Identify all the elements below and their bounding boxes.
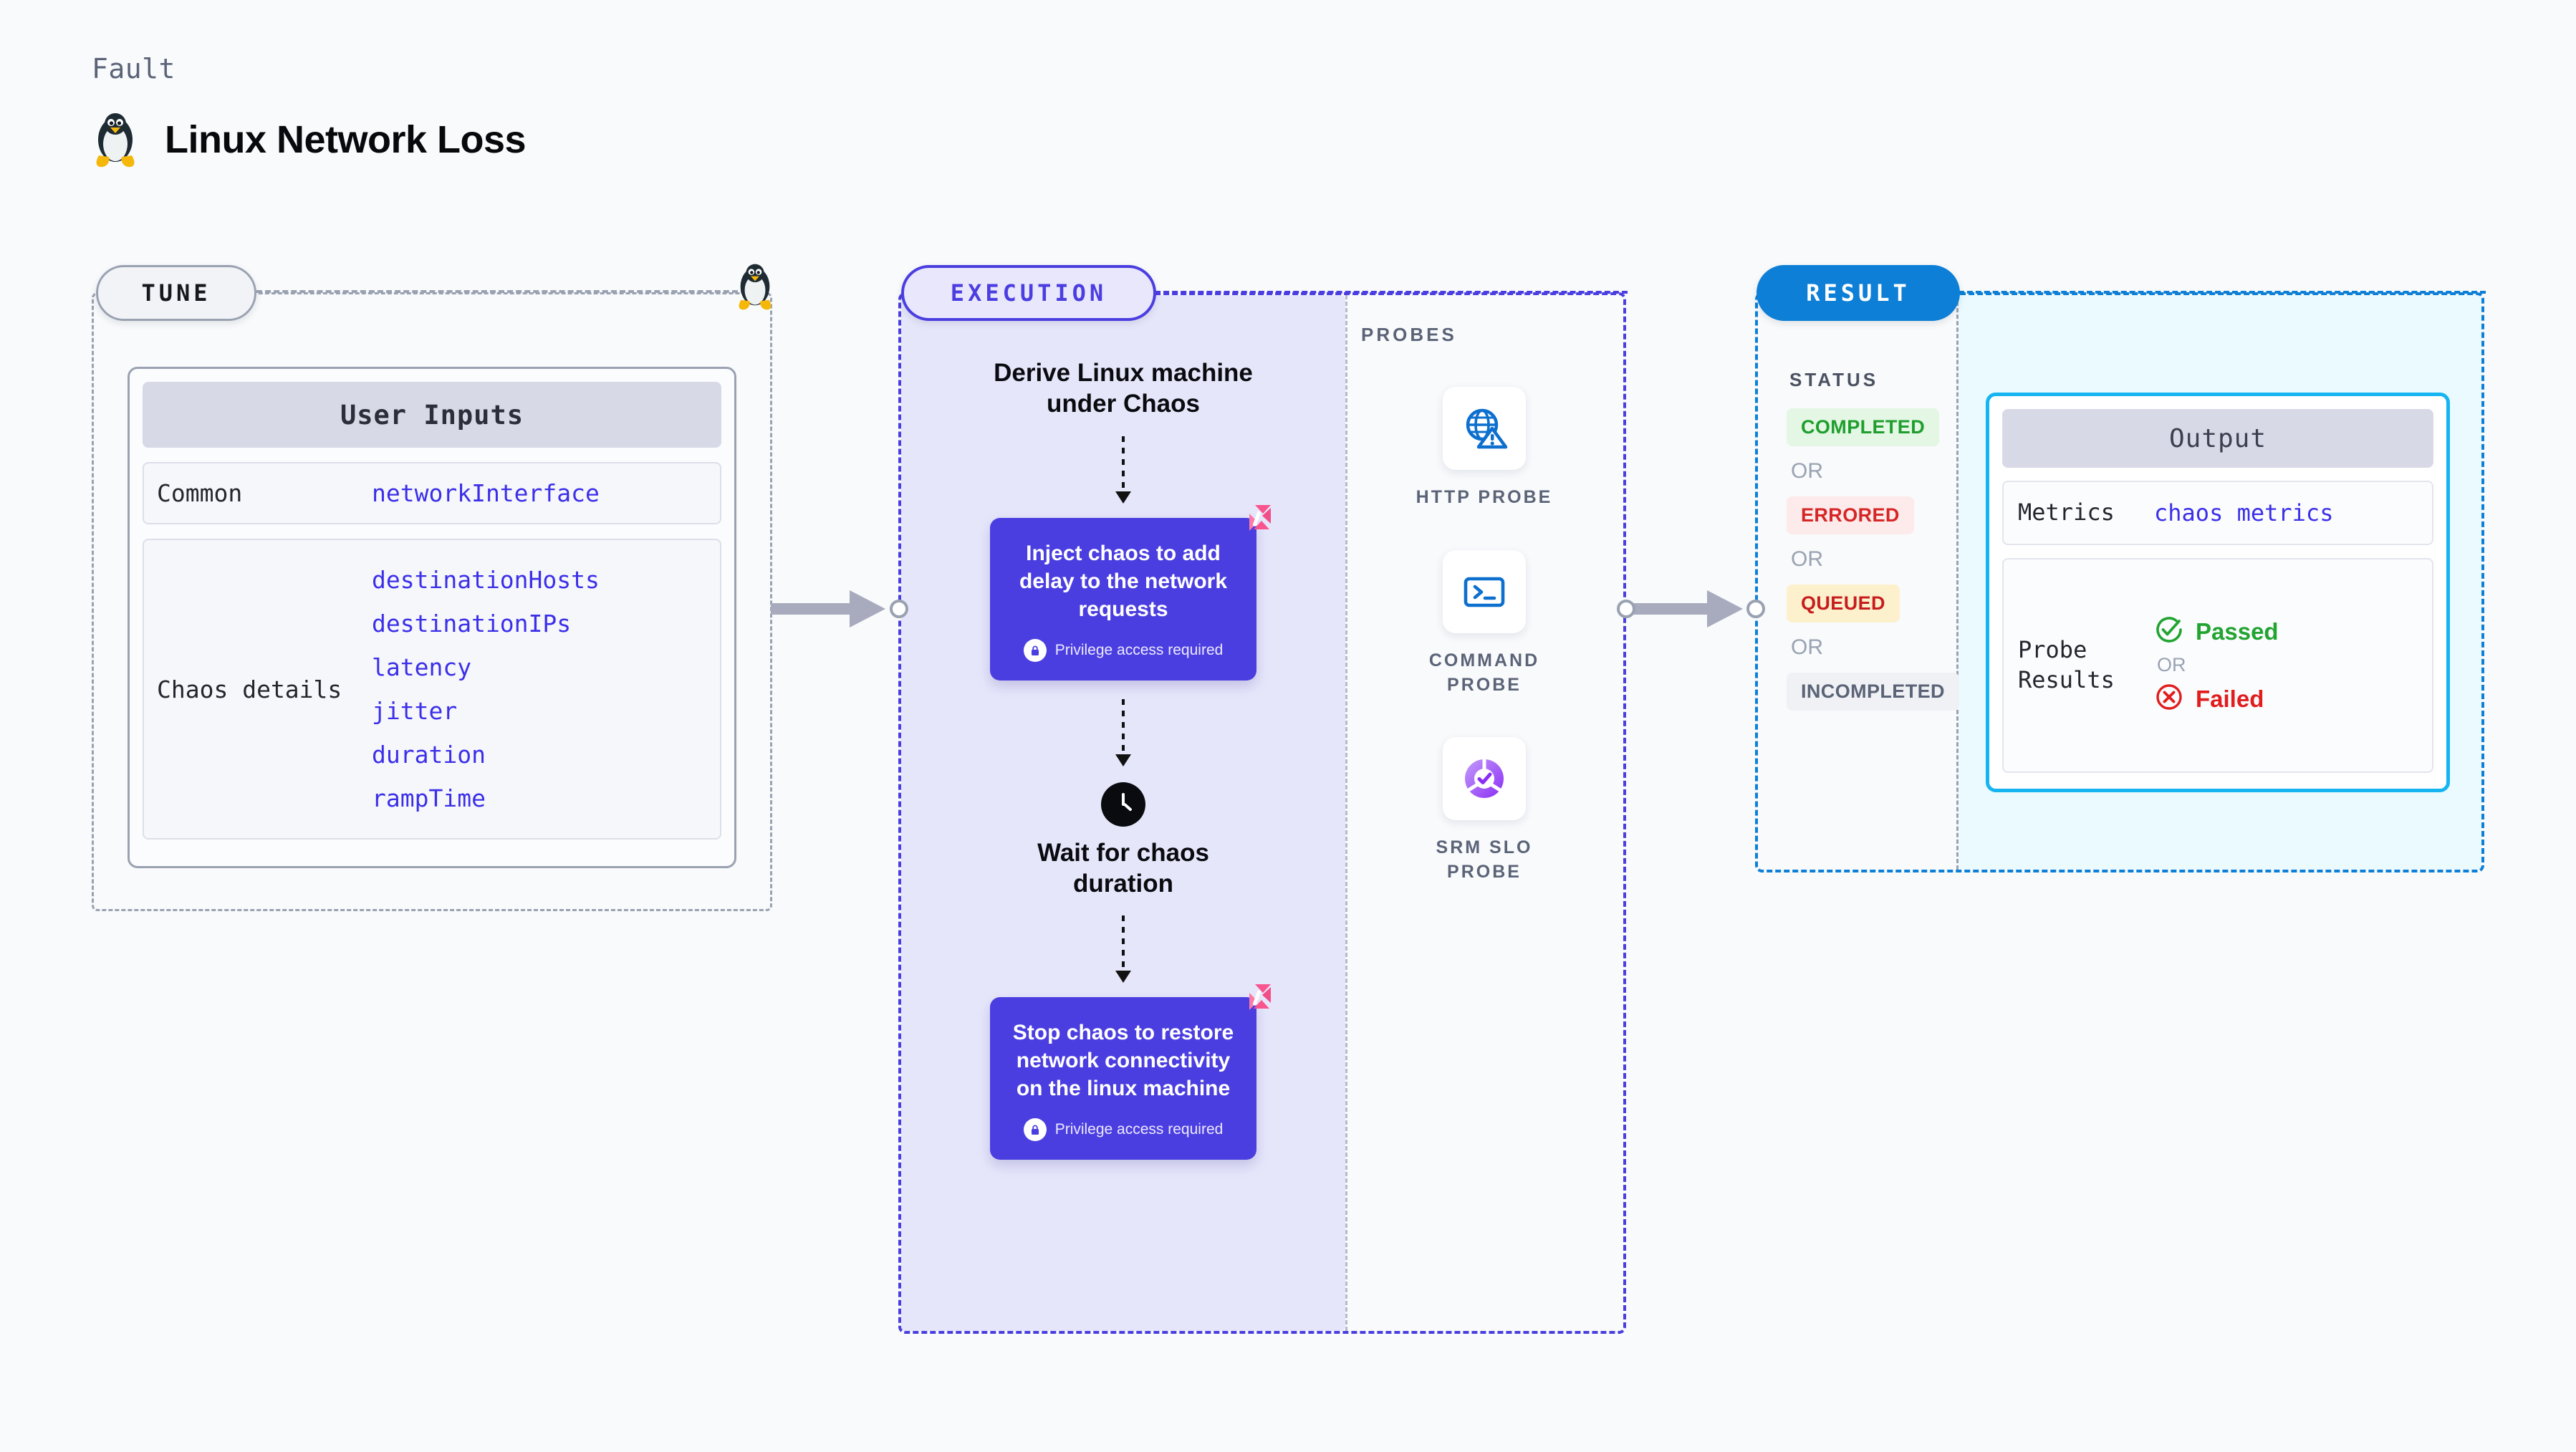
probe-result-passed: Passed [2154, 615, 2279, 648]
step-stop-chaos[interactable]: Stop chaos to restore network connectivi… [990, 984, 1271, 1160]
tune-linux-penguin-icon [735, 262, 775, 314]
step-title: Inject chaos to add delay to the network… [1019, 542, 1228, 622]
output-metrics-link[interactable]: chaos metrics [2154, 499, 2334, 527]
probes-label: PROBES [1361, 324, 1457, 345]
linux-penguin-icon [92, 111, 139, 168]
probe-srm-slo[interactable]: SRM SLO PROBE [1436, 737, 1533, 885]
privilege-note: Privilege access required [1009, 1117, 1238, 1141]
page-title-row: Linux Network Loss [92, 111, 527, 168]
probe-result-failed: Failed [2154, 682, 2279, 716]
privilege-note-text: Privilege access required [1054, 642, 1224, 659]
lock-icon [1023, 1117, 1047, 1141]
status-label: STATUS [1789, 369, 1879, 390]
privilege-note-text: Privilege access required [1054, 1120, 1224, 1138]
execution-connector-line [1155, 291, 1628, 294]
page-title: Linux Network Loss [165, 118, 527, 161]
privilege-note: Privilege access required [1009, 639, 1238, 663]
output-row-metrics: Metrics chaos metrics [2002, 481, 2433, 545]
execution-steps: Derive Linux machine under Chaos Inject … [901, 358, 1345, 1160]
flow-arrow-down [1115, 915, 1131, 983]
flow-arrow-down [1115, 699, 1131, 767]
status-badge-errored: ERRORED [1787, 496, 1914, 534]
step-title: Wait for chaos duration [1037, 839, 1209, 898]
tune-row-chaos-details: Chaos details destinationHosts destinati… [143, 539, 721, 840]
step-inject-chaos[interactable]: Inject chaos to add delay to the network… [990, 505, 1271, 681]
tune-param-latency[interactable]: latency [372, 653, 472, 681]
tab-execution[interactable]: EXECUTION [901, 265, 1156, 321]
tune-connector-line [256, 290, 746, 293]
execution-panel-outline [898, 292, 1626, 1334]
user-inputs-card: User Inputs Common networkInterface Chao… [128, 367, 736, 868]
output-card: Output Metrics chaos metrics Probe Resul… [1986, 393, 2450, 792]
tab-result[interactable]: RESULT [1756, 265, 1960, 321]
status-or: OR [1791, 547, 1823, 571]
probe-http[interactable]: HTTP PROBE [1416, 387, 1553, 510]
flow-arrow-down [1115, 436, 1131, 504]
step-title: Stop chaos to restore network connectivi… [1012, 1020, 1234, 1100]
check-circle-icon [2154, 615, 2184, 648]
probe-label: SRM SLO PROBE [1436, 837, 1533, 882]
tune-param-networkInterface[interactable]: networkInterface [372, 479, 600, 507]
result-connector-line [1959, 291, 2486, 294]
probe-result-or: OR [2157, 654, 2186, 676]
clock-icon [1101, 782, 1145, 827]
tune-param-destinationHosts[interactable]: destinationHosts [372, 566, 600, 594]
terminal-icon [1442, 549, 1526, 633]
result-status-column-fill [1758, 295, 1959, 870]
probes-list: HTTP PROBE COMMAND PROBE [1345, 387, 1623, 885]
passed-label: Passed [2196, 617, 2279, 645]
probe-label: HTTP PROBE [1416, 487, 1553, 507]
status-or: OR [1791, 459, 1823, 483]
arrow-execution-to-result [1632, 590, 1743, 628]
failed-label: Failed [2196, 685, 2264, 712]
step-derive-machine: Derive Linux machine under Chaos [994, 359, 1253, 418]
tune-param-destinationIPs[interactable]: destinationIPs [372, 610, 572, 638]
user-inputs-title: User Inputs [143, 382, 721, 448]
probe-command[interactable]: COMMAND PROBE [1428, 549, 1540, 698]
globe-warning-icon [1442, 387, 1526, 470]
step-wait-duration: Wait for chaos duration [1037, 782, 1209, 899]
connector-dot-execution-left [890, 600, 908, 618]
lock-icon [1023, 639, 1047, 663]
tune-row-values: networkInterface [372, 479, 600, 507]
output-card-title: Output [2002, 409, 2433, 468]
probe-label: COMMAND PROBE [1428, 650, 1540, 695]
x-circle-icon [2154, 682, 2184, 716]
output-row-key: Metrics [2018, 499, 2115, 526]
connector-dot-result-left [1746, 600, 1765, 618]
result-panel-outline [1755, 292, 2484, 872]
tune-row-key: Chaos details [157, 675, 342, 703]
tune-row-common: Common networkInterface [143, 462, 721, 524]
tune-row-key: Common [157, 479, 243, 507]
tune-row-values: destinationHosts destinationIPs latency … [372, 566, 600, 812]
page-kicker: Fault [92, 53, 176, 85]
status-badge-queued: QUEUED [1787, 585, 1900, 622]
tune-panel [92, 292, 772, 911]
output-row-key: Probe Results [2018, 636, 2115, 693]
harness-chaos-logo-icon [1234, 502, 1274, 542]
arrow-tune-to-execution [771, 590, 885, 628]
tune-param-duration[interactable]: duration [372, 741, 486, 769]
tab-tune[interactable]: TUNE [96, 265, 256, 321]
tune-param-jitter[interactable]: jitter [372, 697, 458, 725]
harness-chaos-logo-icon [1234, 981, 1274, 1021]
srm-slo-icon [1443, 737, 1526, 821]
probe-result-values: Passed OR Failed [2154, 615, 2279, 716]
output-row-probe-results: Probe Results Passed OR [2002, 557, 2433, 773]
tune-param-rampTime[interactable]: rampTime [372, 784, 486, 812]
status-badge-completed: COMPLETED [1787, 408, 1940, 446]
connector-dot-execution-right [1617, 600, 1635, 618]
status-list: COMPLETED OR ERRORED OR QUEUED OR INCOMP… [1787, 408, 1959, 711]
status-badge-incompleted: INCOMPLETED [1787, 673, 1959, 711]
status-or: OR [1791, 635, 1823, 659]
